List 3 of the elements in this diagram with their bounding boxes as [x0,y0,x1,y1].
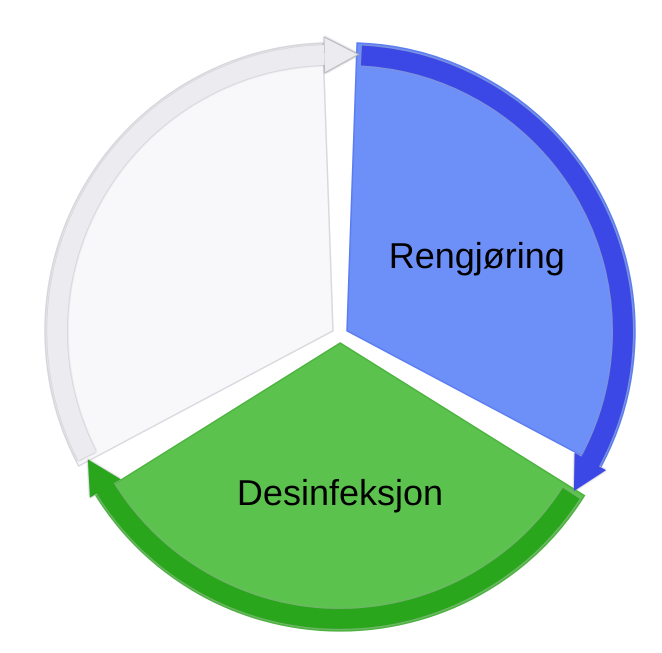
curved-arrow [86,460,580,629]
segment-label: Rengjøring [388,234,565,277]
segment-label: Desinfeksjon [236,472,444,514]
